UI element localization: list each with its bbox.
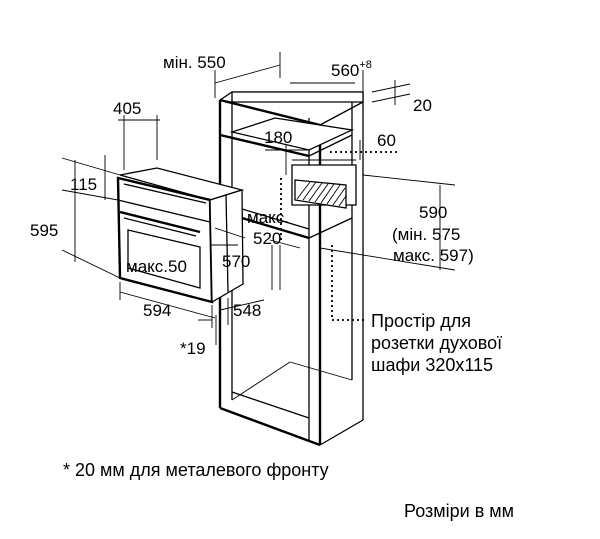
footnote-metal-front: * 20 мм для металевого фронту	[63, 460, 329, 480]
dim-max-597: макс. 597)	[393, 246, 474, 265]
dim-594: 594	[143, 301, 171, 320]
dim-560: 560+8	[331, 59, 372, 80]
dim-60: 60	[377, 131, 396, 150]
dim-max-label: макс.	[247, 208, 289, 227]
dimension-lines	[61, 52, 456, 345]
dim-570: 570	[222, 252, 250, 271]
dim-max-50: макс.50	[126, 257, 187, 276]
dim-548: 548	[233, 301, 261, 320]
dim-560-value: 560	[331, 61, 359, 80]
dim-560-tolerance: +8	[359, 59, 372, 71]
dim-590: 590	[419, 203, 447, 222]
dim-520: 520	[253, 229, 281, 248]
dim-595: 595	[30, 221, 58, 240]
socket-note-line1: Простір для	[371, 311, 471, 331]
dim-19-star: *19	[180, 339, 206, 358]
dim-405: 405	[113, 99, 141, 118]
dim-min-550: мін. 550	[163, 53, 226, 72]
dim-min-575: (мін. 575	[392, 225, 460, 244]
dim-180: 180	[264, 128, 292, 147]
ventilation-hatching	[294, 179, 347, 209]
units-note: Розміри в мм	[404, 501, 514, 521]
socket-note-line3: шафи 320x115	[371, 355, 493, 375]
socket-note-line2: розетки духової	[371, 333, 502, 353]
dim-20: 20	[413, 96, 432, 115]
oven-drawing	[116, 167, 245, 304]
dim-115: 115	[70, 175, 97, 194]
